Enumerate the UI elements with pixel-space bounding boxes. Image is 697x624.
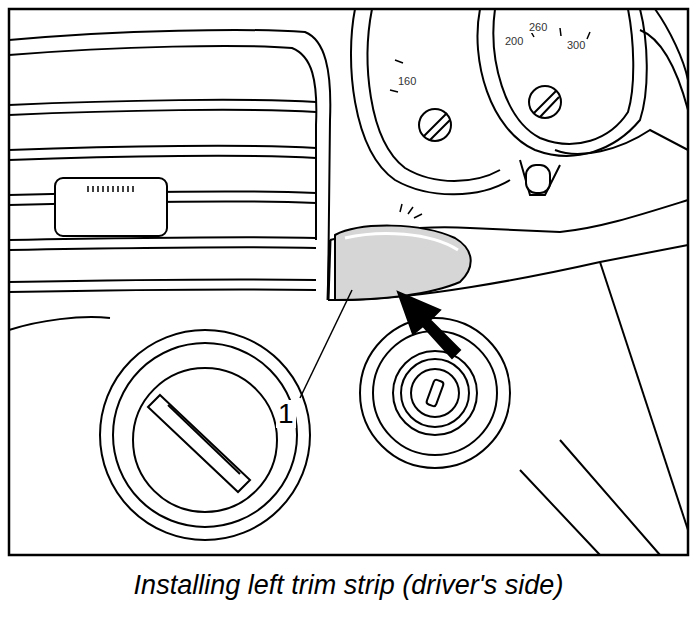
ignition-lock [360,318,510,468]
callout-number: 1 [276,400,296,428]
gauge-number: 300 [566,40,586,51]
rotary-knob [100,330,310,540]
figure-caption: Installing left trim strip (driver's sid… [0,572,697,599]
trim-strip [335,226,471,300]
frame [9,9,688,555]
trim-highlight [345,234,458,250]
vent-slats [9,100,316,292]
gauge-number: 260 [528,22,548,33]
click-marks [400,204,422,218]
leader-line [300,290,352,398]
panel-edge [600,262,688,530]
gauge-number: 200 [504,36,524,47]
panel-line [9,317,110,330]
vent-knob [55,178,167,236]
vent-inner [9,46,316,240]
gauge-cluster [351,9,688,195]
panel-line [520,440,660,555]
gauge-number: 160 [397,76,417,87]
vent-housing [9,30,330,300]
push-arrow [398,292,460,358]
